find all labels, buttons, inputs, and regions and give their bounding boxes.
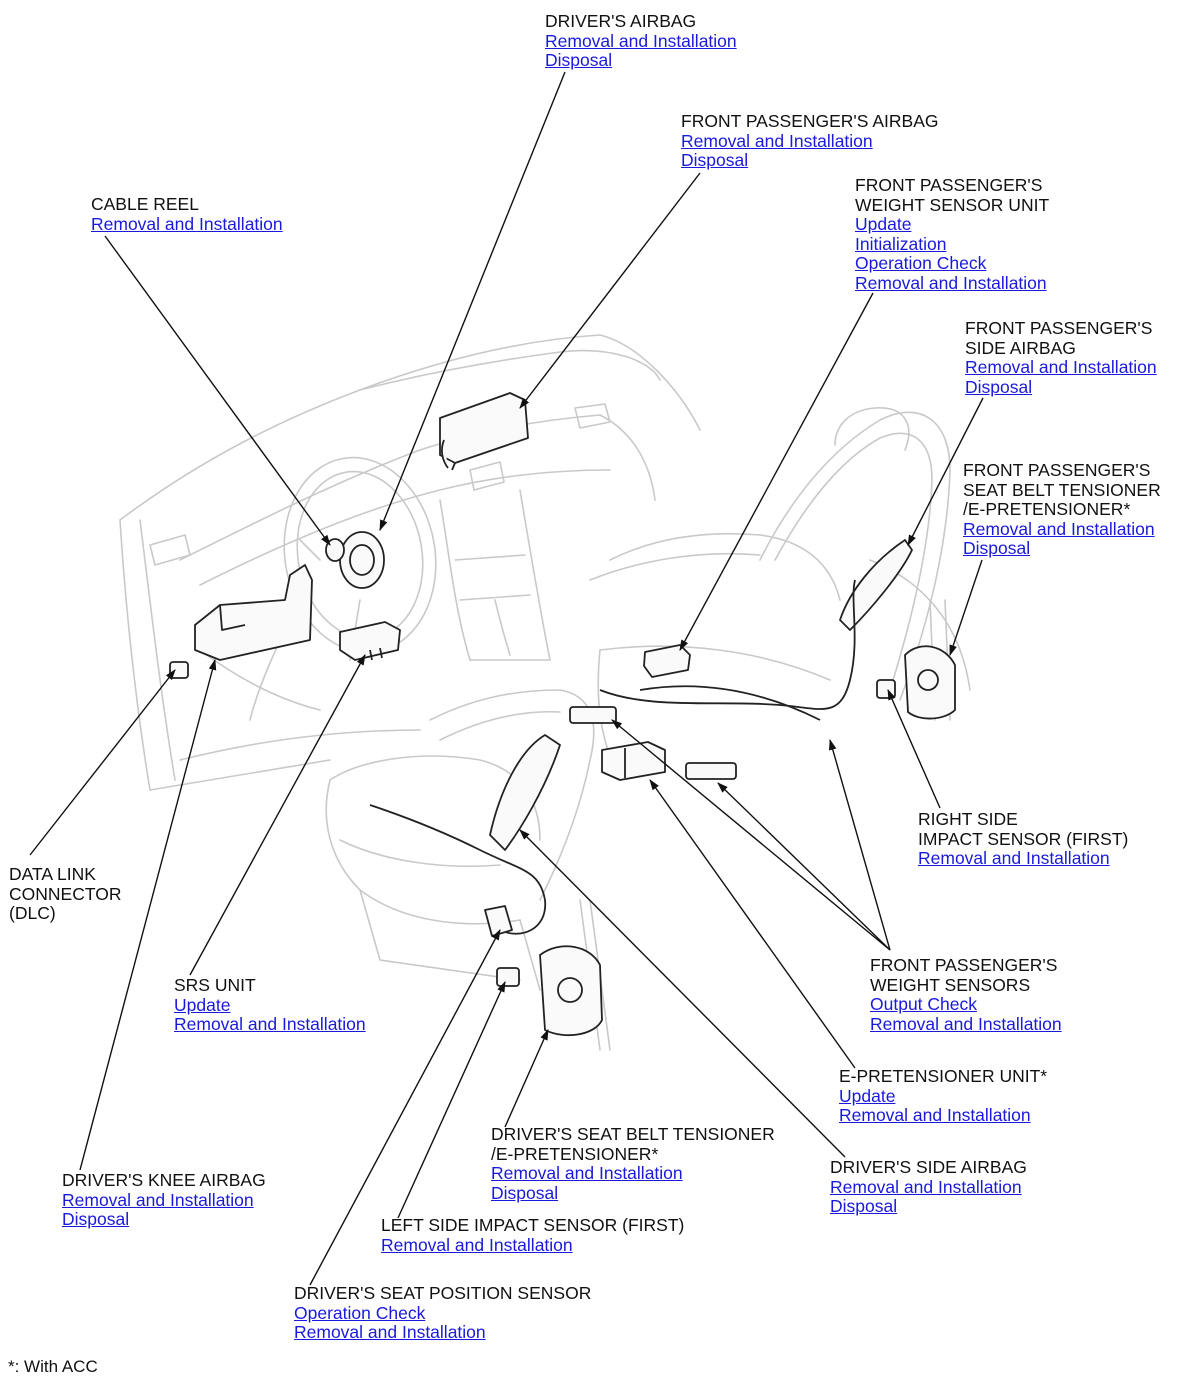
- callout-title-line: RIGHT SIDE: [918, 809, 1018, 829]
- link-removal-and-installation[interactable]: Removal and Installation: [855, 272, 1047, 293]
- link-removal-and-installation[interactable]: Removal and Installation: [918, 848, 1110, 869]
- leader-srs-unit: [189, 654, 366, 976]
- link-disposal[interactable]: Disposal: [965, 376, 1033, 397]
- link-initialization[interactable]: Initialization: [855, 233, 947, 254]
- leader-weight-sensors-1: [829, 738, 891, 951]
- callout-title-line: CABLE REEL: [91, 194, 199, 214]
- link-removal-and-installation[interactable]: Removal and Installation: [681, 130, 873, 151]
- link-update[interactable]: Update: [174, 994, 231, 1015]
- link-removal-and-installation[interactable]: Removal and Installation: [830, 1176, 1022, 1197]
- callout-left-side-impact-sensor: LEFT SIDE IMPACT SENSOR (FIRST)Removal a…: [381, 1215, 685, 1255]
- footnote: *: With ACC: [8, 1357, 98, 1376]
- link-removal-and-installation[interactable]: Removal and Installation: [491, 1163, 683, 1184]
- leader-driver-tensioner: [504, 1028, 549, 1128]
- callout-title-line: FRONT PASSENGER'S: [855, 175, 1043, 195]
- callout-title-line: E-PRETENSIONER UNIT*: [839, 1066, 1048, 1086]
- leader-passenger-side-airbag: [907, 397, 984, 546]
- link-removal-and-installation[interactable]: Removal and Installation: [62, 1189, 254, 1210]
- leader-knee-airbag: [79, 658, 217, 1171]
- link-disposal[interactable]: Disposal: [491, 1182, 559, 1203]
- leader-passenger-airbag: [519, 172, 701, 409]
- callout-title-line: DRIVER'S SEAT POSITION SENSOR: [294, 1283, 592, 1303]
- link-operation-check[interactable]: Operation Check: [294, 1302, 426, 1323]
- callout-title-line: DRIVER'S KNEE AIRBAG: [62, 1170, 266, 1190]
- srs-components: [169, 392, 956, 1037]
- link-disposal[interactable]: Disposal: [830, 1196, 898, 1217]
- leader-left-impact-sensor: [397, 980, 506, 1219]
- link-removal-and-installation[interactable]: Removal and Installation: [839, 1105, 1031, 1126]
- leader-weight-sensor-unit: [679, 292, 874, 651]
- link-removal-and-installation[interactable]: Removal and Installation: [965, 357, 1157, 378]
- leader-lines: [29, 71, 984, 1286]
- callout-title-line: FRONT PASSENGER'S AIRBAG: [681, 111, 939, 131]
- link-disposal[interactable]: Disposal: [681, 150, 749, 171]
- callout-title-line: DRIVER'S SIDE AIRBAG: [830, 1157, 1027, 1177]
- callout-title-line: DATA LINK: [9, 864, 96, 884]
- link-disposal[interactable]: Disposal: [963, 538, 1031, 559]
- link-operation-check[interactable]: Operation Check: [855, 253, 987, 274]
- leader-dlc: [29, 669, 176, 856]
- callout-drivers-seat-belt-tensioner: DRIVER'S SEAT BELT TENSIONER/E-PRETENSIO…: [491, 1124, 775, 1203]
- leader-right-impact-sensor: [887, 688, 941, 809]
- link-removal-and-installation[interactable]: Removal and Installation: [963, 518, 1155, 539]
- callout-title-line: FRONT PASSENGER'S: [965, 318, 1153, 338]
- callout-title-line: CONNECTOR: [9, 883, 122, 904]
- callout-title-line: FRONT PASSENGER'S: [963, 460, 1151, 480]
- callout-title-line: SRS UNIT: [174, 975, 256, 995]
- link-disposal[interactable]: Disposal: [62, 1209, 130, 1230]
- leader-passenger-tensioner: [949, 559, 983, 657]
- callout-title-line: /E-PRETENSIONER*: [491, 1143, 659, 1164]
- link-update[interactable]: Update: [855, 214, 912, 235]
- link-removal-and-installation[interactable]: Removal and Installation: [174, 1014, 366, 1035]
- callout-title-line: /E-PRETENSIONER*: [963, 499, 1131, 520]
- leader-driver-side-airbag: [519, 829, 846, 1158]
- link-removal-and-installation[interactable]: Removal and Installation: [545, 30, 737, 51]
- callout-title-line: WEIGHT SENSORS: [870, 974, 1031, 995]
- callout-title-line: WEIGHT SENSOR UNIT: [855, 194, 1050, 215]
- link-removal-and-installation[interactable]: Removal and Installation: [294, 1322, 486, 1343]
- link-removal-and-installation[interactable]: Removal and Installation: [381, 1234, 573, 1255]
- callout-title-line: (DLC): [9, 903, 56, 924]
- leader-seat-position-sensor: [309, 929, 501, 1286]
- link-disposal[interactable]: Disposal: [545, 50, 613, 71]
- link-update[interactable]: Update: [839, 1085, 896, 1106]
- leader-e-pretensioner-unit: [649, 779, 856, 1069]
- callout-title-line: SIDE AIRBAG: [965, 337, 1076, 358]
- callout-title-line: LEFT SIDE IMPACT SENSOR (FIRST): [381, 1215, 685, 1235]
- leader-weight-sensors-3: [611, 719, 891, 951]
- leader-drivers-airbag: [379, 71, 566, 532]
- callout-title-line: FRONT PASSENGER'S: [870, 955, 1058, 975]
- callout-title-line: SEAT BELT TENSIONER: [963, 479, 1161, 500]
- callout-title-line: IMPACT SENSOR (FIRST): [918, 828, 1129, 849]
- link-removal-and-installation[interactable]: Removal and Installation: [91, 213, 283, 234]
- leader-cable-reel: [104, 235, 331, 546]
- link-removal-and-installation[interactable]: Removal and Installation: [870, 1013, 1062, 1034]
- callout-title-line: DRIVER'S AIRBAG: [545, 11, 697, 31]
- vehicle-interior-sketch: [119, 334, 971, 1051]
- callout-title-line: DRIVER'S SEAT BELT TENSIONER: [491, 1124, 775, 1144]
- leader-weight-sensors-2: [717, 782, 891, 951]
- link-output-check[interactable]: Output Check: [870, 994, 977, 1015]
